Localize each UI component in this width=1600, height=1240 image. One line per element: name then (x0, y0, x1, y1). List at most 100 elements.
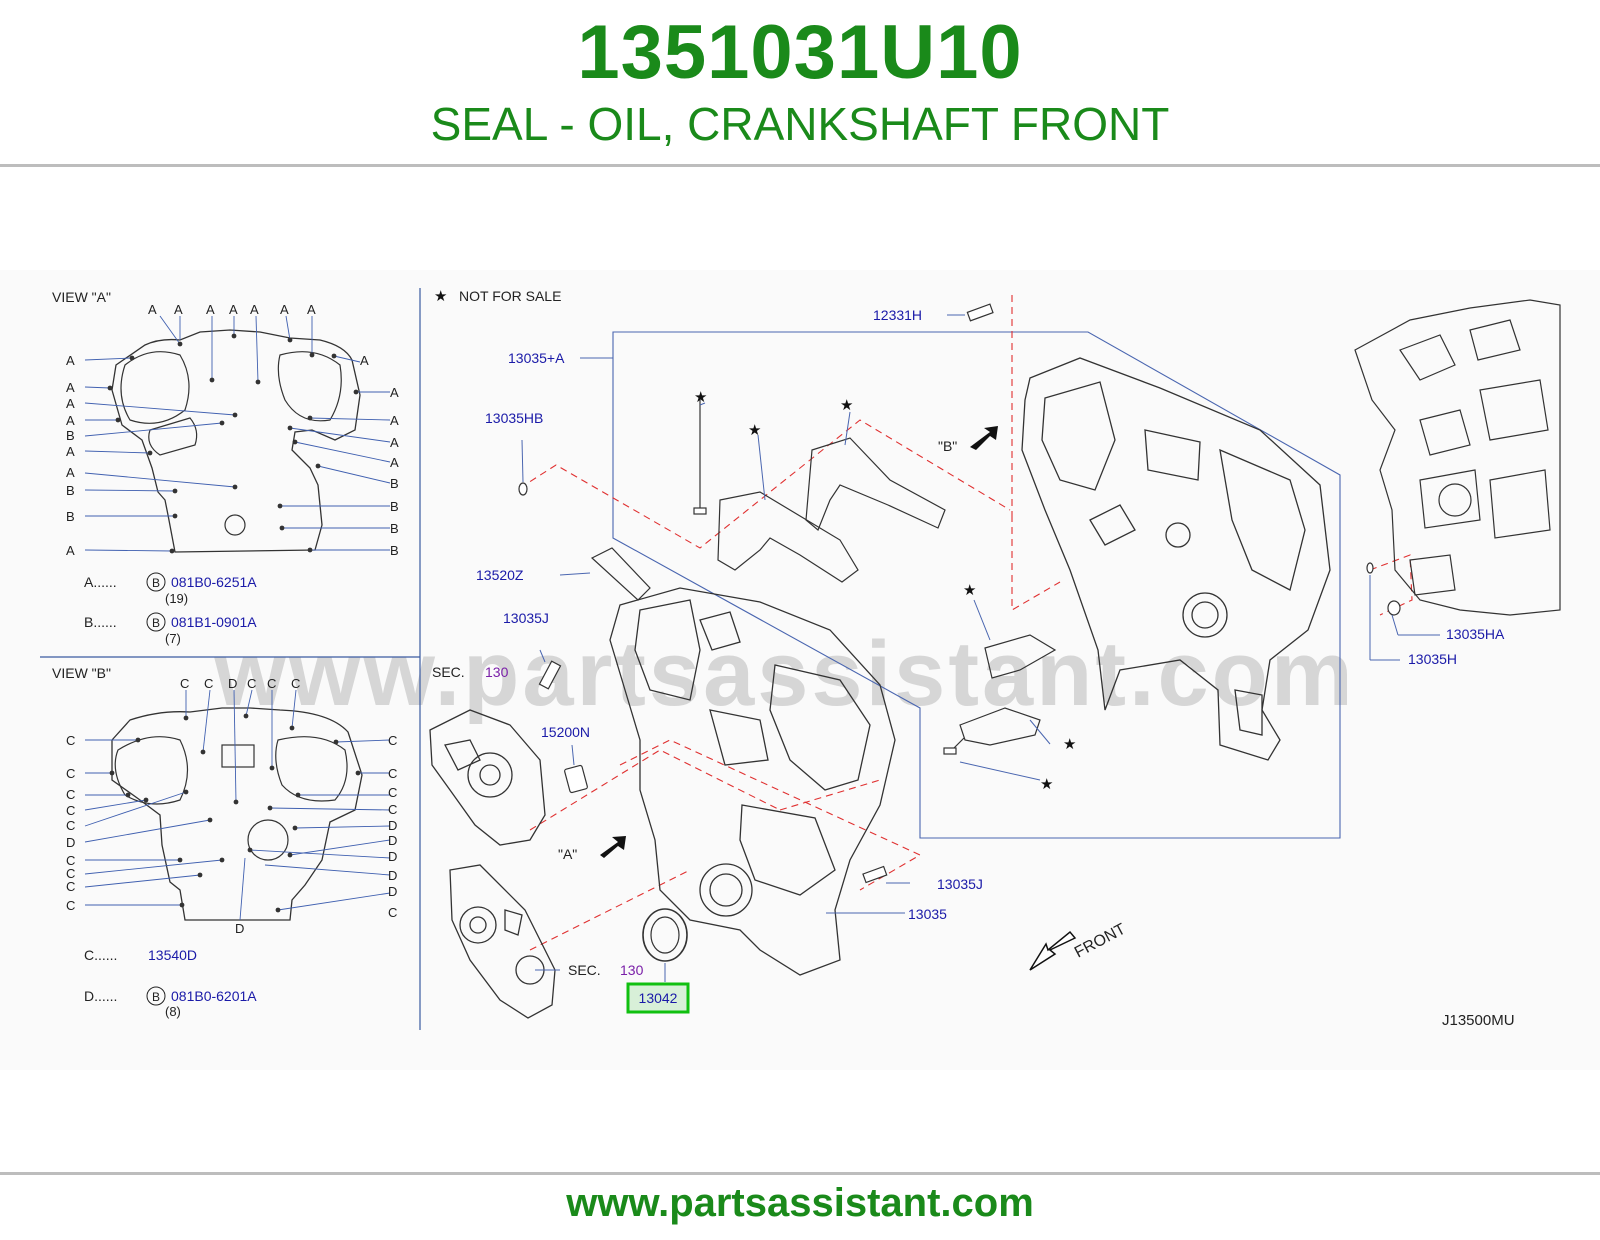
watermark-text: www.partsassistant.com (213, 623, 1355, 725)
view-b-label: D (388, 818, 397, 833)
view-a-leaders (84, 315, 391, 552)
view-b-letter-labels: C C D C C C C C C C C C C C C D D D C D … (66, 676, 397, 936)
view-b-label: D (388, 849, 397, 864)
footer-url[interactable]: www.partsassistant.com (566, 1181, 1034, 1225)
view-a-label: B (66, 483, 75, 498)
view-b-label: C (66, 879, 75, 894)
part-description: SEAL - OIL, CRANKSHAFT FRONT (430, 98, 1170, 150)
view-a-legend: A...... B 081B0-6251A (19) B...... B 081… (84, 572, 257, 646)
view-b-left-opening (114, 736, 189, 805)
view-a-label: A (250, 302, 259, 317)
bolt-badge-icon (146, 572, 166, 592)
view-b-label: C (66, 818, 75, 833)
legend-part-d: 081B0-6201A (171, 988, 257, 1004)
sec-number-bottom: 130 (620, 962, 644, 978)
star-icon: ★ (1063, 736, 1076, 753)
highlighted-part-callout[interactable]: 13042 (626, 982, 690, 1014)
view-a-marker: "A" (558, 846, 577, 862)
callout-13042: 13042 (639, 990, 678, 1006)
legend-key-b: B...... (84, 614, 117, 630)
view-a-label: A (390, 385, 399, 400)
callout-13035: 13035 (908, 906, 947, 922)
not-for-sale-stars: ★ ★ ★ ★ ★ ★ (694, 389, 1076, 793)
view-a-label: A (148, 302, 157, 317)
view-a-label: A (390, 413, 399, 428)
view-a-label: A (66, 543, 75, 558)
view-b-label: C (388, 766, 397, 781)
bolt-badge-letter: B (152, 616, 160, 630)
view-a-label: B (66, 428, 75, 443)
legend-part-a: 081B0-6251A (171, 574, 257, 590)
callout-13035H: 13035H (1408, 651, 1457, 667)
view-a-label: A (360, 353, 369, 368)
crankshaft-oil-seal (642, 908, 688, 962)
view-a-bolt-points (107, 333, 359, 554)
view-b-marker: "B" (938, 438, 957, 454)
view-a-label: A (280, 302, 289, 317)
view-b-label: C (388, 802, 397, 817)
bolt-badge-letter: B (152, 576, 160, 590)
view-a-boss (224, 514, 246, 536)
highlight-box (626, 982, 690, 1014)
bolt-badge-icon (146, 612, 166, 632)
legend-qty-d: (8) (165, 1004, 181, 1019)
view-a-label: B (390, 499, 399, 514)
view-b-label: C (66, 866, 75, 881)
view-a-cover-outline (111, 329, 361, 553)
view-a-arrow-icon (600, 836, 626, 858)
view-b-label: D (388, 833, 397, 848)
water-pump-assembly (429, 709, 546, 846)
view-b-label: C (66, 898, 75, 913)
legend-part-c: 13540D (148, 947, 197, 963)
view-b-label: C (66, 853, 75, 868)
view-a-letter-labels: A A A A A A A A A A A A B A A B B A A A … (66, 302, 399, 558)
view-a-right-opening (277, 351, 342, 422)
not-for-sale-note: NOT FOR SALE (459, 288, 561, 304)
star-icon: ★ (963, 582, 976, 599)
legend-key-a: A...... (84, 574, 117, 590)
view-a-label: A (229, 302, 238, 317)
star-icon: ★ (694, 389, 707, 406)
view-b-label: C (66, 803, 75, 818)
footer-divider (0, 1172, 1600, 1175)
view-a-label: B (390, 543, 399, 558)
view-a-label: B (390, 476, 399, 491)
alignment-lines (519, 295, 1413, 951)
bolt-badge-letter: B (152, 990, 160, 1004)
rear-timing-cover (1021, 357, 1331, 761)
sec-label-bottom: SEC. (568, 962, 601, 978)
view-a-label: A (66, 396, 75, 411)
view-a-label: A (66, 413, 75, 428)
legend-key-d: D...... (84, 988, 117, 1004)
header-divider (0, 164, 1600, 167)
view-a-label: A (206, 302, 215, 317)
diagram-canvas: www.partsassistant.com VIEW "A" (0, 270, 1600, 1070)
view-b-label: D (228, 676, 237, 691)
front-timing-cover (609, 587, 896, 976)
view-b-label: C (180, 676, 189, 691)
view-a-label: B (390, 521, 399, 536)
view-b-leaders (84, 689, 391, 921)
view-b-right-opening (275, 736, 348, 802)
view-a-label: A (174, 302, 183, 317)
sealant-tube-icon (590, 547, 651, 601)
view-b-bolt-points (109, 713, 361, 913)
view-a-label: A (390, 455, 399, 470)
view-a-label: A (390, 435, 399, 450)
view-b-label: C (267, 676, 276, 691)
small-bolts (518, 303, 1401, 884)
engine-block (1354, 299, 1561, 616)
bolt-badge-icon (146, 986, 166, 1006)
callout-12331H: 12331H (873, 307, 922, 323)
view-b-label: C (204, 676, 213, 691)
view-b-label: C (291, 676, 300, 691)
view-b-cover-outline (111, 707, 363, 921)
star-icon: ★ (434, 288, 447, 305)
view-b-panel: VIEW "B" (52, 665, 397, 1019)
sec-label-top: SEC. (432, 664, 465, 680)
view-a-label: A (307, 302, 316, 317)
view-b-label: C (66, 733, 75, 748)
view-a-label: B (66, 509, 75, 524)
callout-13035HB: 13035HB (485, 410, 543, 426)
callout-13035HA: 13035HA (1446, 626, 1505, 642)
